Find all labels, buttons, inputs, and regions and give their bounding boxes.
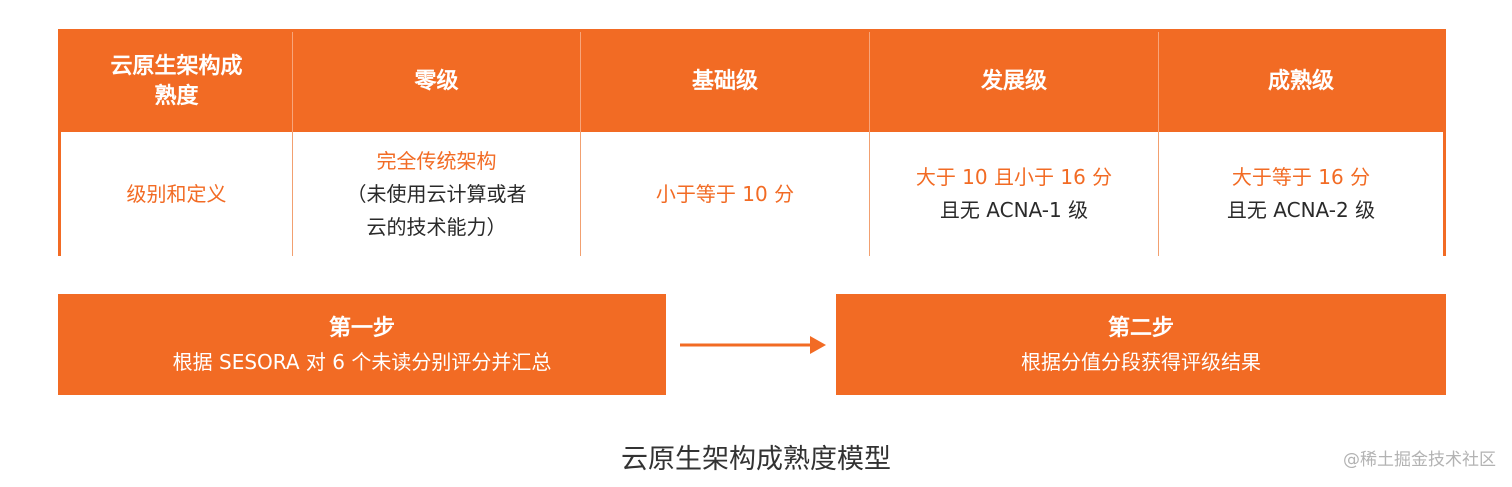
header-cell-model: 云原生架构成熟度	[61, 32, 293, 132]
step-title: 第一步	[328, 315, 395, 341]
step-description: 根据分值分段获得评级结果	[1021, 349, 1261, 374]
step-one-box: 第一步 根据 SESORA 对 6 个未读分别评分并汇总	[58, 294, 666, 395]
header-cell-mature: 成熟级	[1159, 32, 1443, 132]
body-cell-basic: 小于等于 10 分	[581, 132, 870, 256]
cell-text: 且无 ACNA-1 级	[939, 198, 1089, 222]
header-label: 零级	[414, 69, 459, 94]
header-label: 发展级	[980, 69, 1047, 94]
header-cell-level-0: 零级	[293, 32, 581, 132]
body-cell-developing: 大于 10 且小于 16 分 且无 ACNA-1 级	[870, 132, 1159, 256]
cell-text: 且无 ACNA-2 级	[1226, 198, 1376, 222]
maturity-table: 云原生架构成熟度 零级 基础级 发展级 成熟级 级别和定义 完全传统架构 （未使…	[58, 29, 1446, 256]
table-body-row: 级别和定义 完全传统架构 （未使用云计算或者 云的技术能力） 小于等于 10 分…	[61, 132, 1443, 256]
cell-text: 大于 10 且小于 16 分	[915, 165, 1113, 189]
cell-text: 完全传统架构	[376, 148, 497, 173]
watermark: @稀土掘金技术社区	[1343, 450, 1496, 470]
cell-text: 级别和定义	[126, 181, 227, 206]
cell-text: （未使用云计算或者	[346, 181, 527, 206]
cell-text: 云的技术能力）	[366, 214, 507, 239]
diagram-caption: 云原生架构成熟度模型	[621, 444, 891, 475]
header-cell-basic: 基础级	[581, 32, 870, 132]
header-cell-developing: 发展级	[870, 32, 1159, 132]
header-label: 成熟级	[1267, 69, 1334, 94]
body-cell-mature: 大于等于 16 分 且无 ACNA-2 级	[1159, 132, 1443, 256]
body-cell-level-0: 完全传统架构 （未使用云计算或者 云的技术能力）	[293, 132, 581, 256]
step-title: 第二步	[1107, 315, 1174, 341]
step-description: 根据 SESORA 对 6 个未读分别评分并汇总	[172, 349, 552, 374]
step-two-box: 第二步 根据分值分段获得评级结果	[836, 294, 1446, 395]
cell-text: 大于等于 16 分	[1231, 165, 1371, 189]
table-header-row: 云原生架构成熟度 零级 基础级 发展级 成熟级	[61, 32, 1443, 132]
arrow-right-icon	[680, 336, 826, 354]
header-label: 基础级	[691, 69, 758, 94]
header-label: 云原生架构成熟度	[110, 54, 243, 109]
cell-text: 小于等于 10 分	[655, 181, 795, 206]
body-cell-definition: 级别和定义	[61, 132, 293, 256]
